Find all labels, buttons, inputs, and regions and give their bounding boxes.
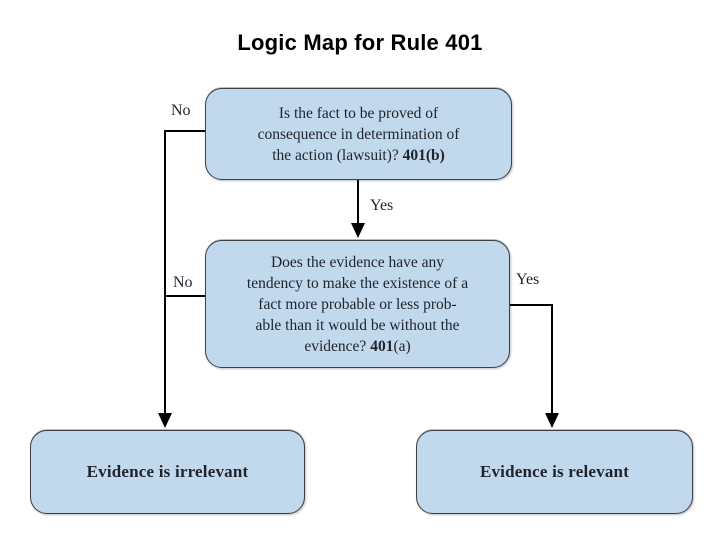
edge-label-no-q1: No (171, 102, 191, 119)
node-text-line: Is the fact to be proved of (278, 104, 439, 122)
edge-q2-yes-line (510, 304, 553, 416)
node-text: evidence? (304, 337, 371, 355)
rule-reference-suffix: (a) (393, 337, 411, 355)
edge-label-yes-q1: Yes (370, 197, 394, 214)
node-text-line: fact more probable or less prob- (258, 295, 457, 313)
edge-label-yes-q2: Yes (516, 271, 540, 288)
edge-no-arrowhead (158, 413, 172, 428)
flowchart-node-evidence-irrelevant: Evidence is irrelevant (30, 430, 305, 514)
edge-label-no-q2: No (173, 274, 193, 291)
page-title: Logic Map for Rule 401 (237, 30, 483, 55)
node-text-line: Does the evidence have any (270, 253, 444, 271)
rule-reference: 401 (370, 337, 394, 355)
node-text: the action (lawsuit)? (272, 146, 403, 164)
edge-q1-yes-arrowhead (351, 223, 365, 238)
node-text-line: consequence in determination of (257, 125, 460, 143)
edge-q2-yes-arrowhead (545, 413, 559, 428)
node-text-line: the action (lawsuit)? 401(b) (272, 145, 445, 166)
flowchart-node-question-401b: Is the fact to be proved of consequence … (205, 88, 512, 180)
node-label: Evidence is relevant (479, 462, 630, 481)
flowchart-node-question-401a: Does the evidence have any tendency to m… (205, 240, 510, 368)
node-text-line: tendency to make the existence of a (246, 274, 469, 292)
rule-reference: 401(b) (402, 146, 445, 164)
flowchart-node-evidence-relevant: Evidence is relevant (416, 430, 693, 514)
edge-q1-no-line (164, 130, 205, 416)
node-text-line: evidence? 401(a) (304, 336, 410, 357)
node-text-line: able than it would be without the (255, 316, 460, 334)
node-label: Evidence is irrelevant (86, 462, 249, 481)
